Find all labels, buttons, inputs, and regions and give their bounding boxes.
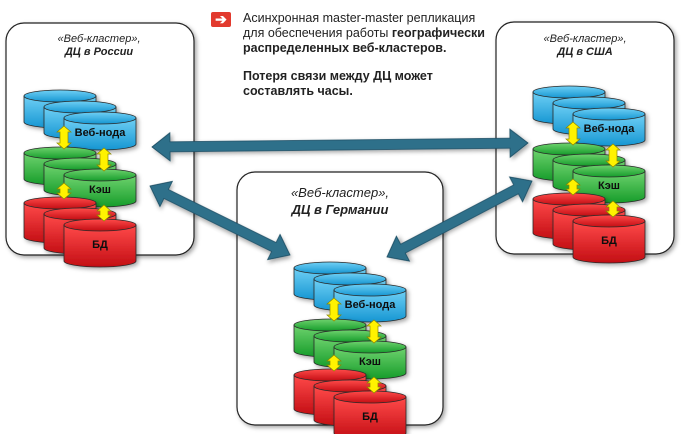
link-arrow-germany-usa bbox=[386, 176, 533, 262]
usa-sync-arrow-cache-db-1 bbox=[565, 178, 581, 196]
note-bold-geo: географически bbox=[391, 26, 485, 40]
germany-sync-arrow-cache-db-1 bbox=[326, 354, 342, 372]
caption-germany-bottom: ДЦ в Германии bbox=[291, 202, 389, 217]
germany-sync-arrow-web-cache-3 bbox=[366, 319, 382, 344]
usa-web-node-label: Веб-нода bbox=[584, 123, 636, 135]
note-line1: Асинхронная master-master репликация bbox=[243, 11, 476, 25]
caption-germany-top: «Веб-кластер», bbox=[290, 185, 390, 200]
russia-web-node-label: Веб-нода bbox=[75, 127, 127, 139]
usa-sync-arrow-cache-db-3 bbox=[605, 200, 621, 218]
russia-sync-arrow-cache-db-3 bbox=[96, 204, 112, 222]
caption-usa-top: «Веб-кластер», bbox=[543, 33, 627, 45]
note-line2: для обеспечения работы bbox=[243, 26, 392, 40]
russia-sync-arrow-web-cache-1 bbox=[56, 125, 72, 150]
caption-germany: «Веб-кластер», ДЦ в Германии bbox=[255, 184, 425, 218]
note-p2-line1: Потеря связи между ДЦ может bbox=[243, 69, 433, 83]
russia-sync-arrow-web-cache-3 bbox=[96, 147, 112, 172]
germany-sync-arrow-web-cache-1 bbox=[326, 297, 342, 322]
note-paragraph-1: Асинхронная master-master репликация для… bbox=[243, 11, 511, 56]
russia-db: БД bbox=[63, 218, 137, 268]
germany-db-label: БД bbox=[362, 411, 378, 423]
germany-web-node: Веб-нода bbox=[333, 283, 407, 323]
note-line3: распределенных веб-кластеров. bbox=[243, 41, 447, 55]
link-arrow-russia-germany bbox=[149, 180, 291, 261]
germany-web-node-label: Веб-нода bbox=[345, 299, 397, 311]
russia-db-label: БД bbox=[92, 239, 108, 251]
note-paragraph-2: Потеря связи между ДЦ может составлять ч… bbox=[243, 69, 511, 99]
russia-cache-label: Кэш bbox=[89, 184, 111, 196]
usa-sync-arrow-web-cache-3 bbox=[605, 143, 621, 168]
usa-db-label: БД bbox=[601, 235, 617, 247]
germany-sync-arrow-cache-db-3 bbox=[366, 376, 382, 394]
note-p2-line2: составлять часы. bbox=[243, 84, 353, 98]
caption-usa-bottom: ДЦ в США bbox=[557, 46, 613, 58]
red-arrow-icon: ➔ bbox=[211, 12, 231, 27]
usa-web-node: Веб-нода bbox=[572, 107, 646, 147]
caption-russia: «Веб-кластер», ДЦ в России bbox=[24, 33, 174, 59]
germany-db: БД bbox=[333, 390, 407, 434]
caption-usa: «Веб-кластер», ДЦ в США bbox=[510, 33, 660, 59]
link-arrow-russia-usa bbox=[151, 128, 529, 162]
usa-sync-arrow-web-cache-1 bbox=[565, 121, 581, 146]
usa-db: БД bbox=[572, 214, 646, 264]
caption-russia-bottom: ДЦ в России bbox=[64, 46, 134, 58]
russia-sync-arrow-cache-db-1 bbox=[56, 182, 72, 200]
germany-cache-label: Кэш bbox=[359, 356, 381, 368]
caption-russia-top: «Веб-кластер», bbox=[57, 33, 141, 45]
usa-cache-label: Кэш bbox=[598, 180, 620, 192]
replication-note: ➔ Асинхронная master-master репликация д… bbox=[211, 11, 511, 99]
russia-web-node: Веб-нода bbox=[63, 111, 137, 151]
